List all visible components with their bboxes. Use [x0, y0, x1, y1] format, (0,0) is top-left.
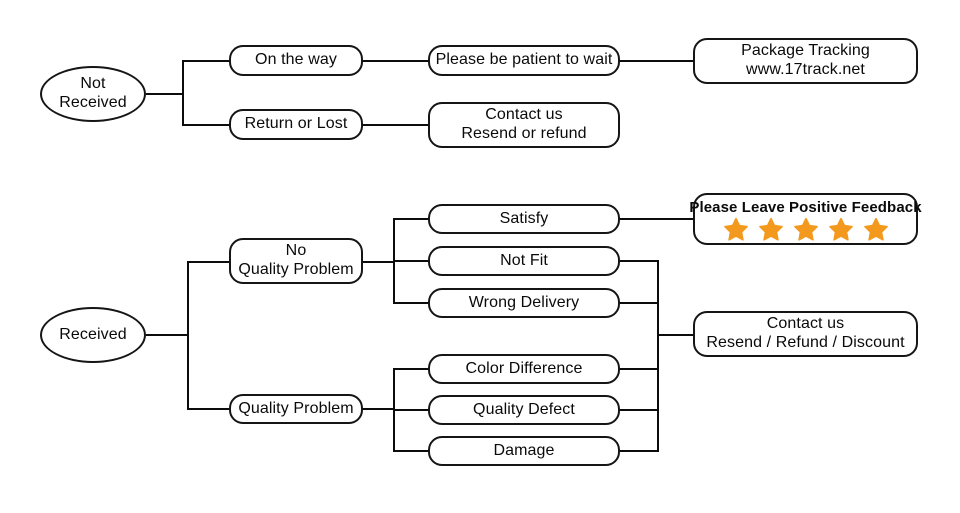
connector-not-received-trunk: [182, 61, 184, 126]
node-package-tracking-title: Package Tracking: [741, 42, 870, 60]
node-received[interactable]: Received: [40, 307, 146, 363]
node-on-the-way-label: On the way: [255, 51, 337, 69]
node-not-received[interactable]: Not Received: [40, 66, 146, 122]
connector-return-to-contact: [361, 124, 430, 126]
node-satisfy[interactable]: Satisfy: [428, 204, 620, 234]
node-damage-label: Damage: [493, 441, 555, 459]
connector-collector-to-contact: [657, 334, 695, 336]
node-no-quality-problem-line1: No: [285, 242, 307, 260]
node-please-be-patient-label: Please be patient to wait: [435, 51, 613, 69]
node-no-quality-problem[interactable]: No Quality Problem: [229, 238, 363, 284]
node-positive-feedback[interactable]: Please Leave Positive Feedback: [689, 193, 922, 245]
connector-color-difference-to-collector: [618, 368, 659, 370]
connector-to-return-or-lost: [182, 124, 231, 126]
node-color-difference[interactable]: Color Difference: [428, 354, 620, 384]
node-return-or-lost-label: Return or Lost: [244, 115, 348, 133]
connector-patient-to-tracking: [618, 60, 695, 62]
connector-satisfy-to-feedback: [618, 218, 695, 220]
connector-to-quality-problem: [187, 408, 231, 410]
node-package-tracking[interactable]: Package Tracking www.17track.net: [693, 38, 918, 84]
connector-qp-stem: [361, 408, 395, 410]
star-icon[interactable]: [758, 218, 783, 241]
connector-to-on-the-way: [182, 60, 231, 62]
node-not-fit-label: Not Fit: [500, 251, 548, 269]
node-package-tracking-url: www.17track.net: [746, 61, 865, 78]
connector-not-received-stem: [146, 93, 184, 95]
node-quality-problem[interactable]: Quality Problem: [229, 394, 363, 424]
node-on-the-way[interactable]: On the way: [229, 45, 363, 76]
connector-wrong-delivery-to-collector: [618, 302, 659, 304]
node-contact-resend-refund-line2: Resend or refund: [461, 125, 587, 142]
node-contact-resend-refund[interactable]: Contact us Resend or refund: [428, 102, 620, 148]
node-not-received-line2: Received: [59, 94, 127, 111]
connector-damage-to-collector: [618, 450, 659, 452]
connector-quality-defect-to-collector: [618, 409, 659, 411]
node-contact-discount-line2: Resend / Refund / Discount: [706, 334, 905, 351]
star-icon[interactable]: [723, 218, 748, 241]
node-quality-defect-label: Quality Defect: [473, 400, 575, 418]
node-not-fit[interactable]: Not Fit: [428, 246, 620, 276]
connector-issues-collector-trunk: [657, 260, 659, 452]
star-icon[interactable]: [793, 218, 818, 241]
connector-to-no-quality-problem: [187, 261, 231, 263]
star-icon[interactable]: [828, 218, 853, 241]
node-quality-problem-label: Quality Problem: [238, 399, 354, 417]
node-quality-defect[interactable]: Quality Defect: [428, 395, 620, 425]
connector-qp-to-quality-defect: [393, 409, 430, 411]
star-icon[interactable]: [863, 218, 888, 241]
node-color-difference-label: Color Difference: [465, 359, 583, 377]
node-please-be-patient[interactable]: Please be patient to wait: [428, 45, 620, 76]
connector-nqp-stem: [361, 261, 395, 263]
connector-nqp-to-satisfy: [393, 218, 430, 220]
connector-nqp-to-not-fit: [393, 260, 430, 262]
node-received-label: Received: [59, 325, 127, 343]
feedback-label: Please Leave Positive Feedback: [689, 199, 922, 216]
connector-nqp-to-wrong-delivery: [393, 302, 430, 304]
node-wrong-delivery[interactable]: Wrong Delivery: [428, 288, 620, 318]
node-return-or-lost[interactable]: Return or Lost: [229, 109, 363, 140]
node-no-quality-problem-line2: Quality Problem: [238, 261, 354, 278]
connector-not-fit-to-collector: [618, 260, 659, 262]
connector-on-the-way-to-patient: [361, 60, 430, 62]
connector-received-stem: [146, 334, 188, 336]
node-satisfy-label: Satisfy: [499, 209, 549, 227]
node-contact-discount-line1: Contact us: [766, 315, 845, 333]
node-not-received-line1: Not: [80, 75, 106, 93]
node-contact-resend-refund-line1: Contact us: [485, 106, 563, 124]
connector-qp-to-damage: [393, 450, 430, 452]
rating-stars[interactable]: [723, 218, 888, 241]
node-wrong-delivery-label: Wrong Delivery: [468, 293, 580, 311]
connector-received-trunk: [187, 262, 189, 410]
connector-qp-to-color-difference: [393, 368, 430, 370]
node-damage[interactable]: Damage: [428, 436, 620, 466]
node-contact-resend-refund-discount[interactable]: Contact us Resend / Refund / Discount: [693, 311, 918, 357]
